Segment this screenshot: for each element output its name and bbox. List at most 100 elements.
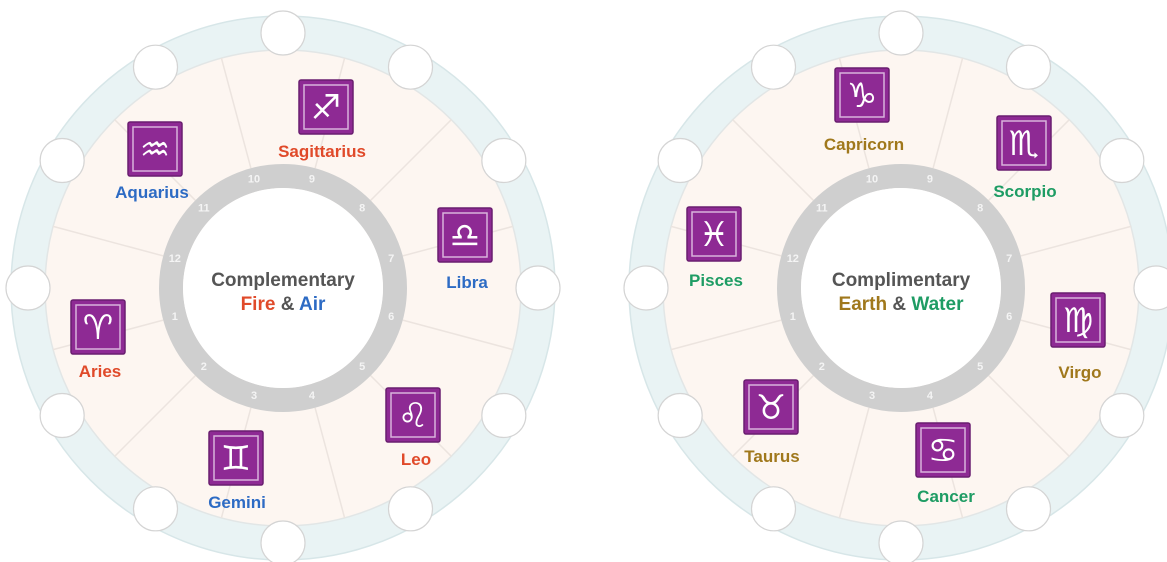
house-number: 12 [169, 253, 181, 265]
sign-label: Leo [401, 450, 431, 469]
house-divider [988, 375, 1070, 457]
house-divider [1020, 225, 1132, 257]
ring-bubble [132, 44, 179, 90]
sign-gemini: ♊ Gemini [208, 430, 266, 512]
taurus-icon: ♉ [743, 379, 799, 435]
sign-glyph: ♓ [699, 215, 729, 255]
sign-pisces: ♓ Pisces [686, 206, 743, 290]
house-number: 11 [816, 203, 828, 215]
ring-bubble [878, 520, 924, 562]
ring-bubble [39, 137, 85, 184]
sign-glyph: ♏ [1009, 124, 1039, 164]
ring-bubble [387, 44, 434, 90]
ring-bubble [1099, 137, 1145, 184]
center-subtitle-part: Earth [839, 294, 888, 315]
sign-label: Libra [446, 273, 488, 292]
sign-aries: ♈ Aries [70, 299, 126, 381]
ring-bubble [1133, 265, 1167, 311]
sign-glyph: ♌ [398, 396, 428, 436]
house-number: 9 [927, 174, 933, 186]
sign-glyph: ♋ [928, 431, 958, 471]
sign-label: Aries [79, 362, 122, 381]
sign-label: Cancer [917, 487, 975, 506]
house-divider [838, 407, 870, 519]
house-number: 9 [309, 174, 315, 186]
ring-bubble [1005, 44, 1052, 90]
sign-taurus: ♉ Taurus [743, 379, 800, 466]
sign-label: Gemini [208, 493, 266, 512]
virgo-icon: ♍ [1050, 292, 1106, 348]
ring-bubble [39, 392, 85, 439]
house-number: 6 [1006, 311, 1012, 323]
sign-cancer: ♋ Cancer [915, 422, 975, 506]
ring-bubble [750, 486, 797, 532]
center-subtitle-part: Water [911, 294, 964, 315]
sign-leo: ♌ Leo [385, 387, 441, 469]
sign-label: Aquarius [115, 183, 189, 202]
center-subtitle: Earth & Water [839, 294, 965, 315]
house-number: 2 [819, 361, 825, 373]
house-divider [732, 119, 814, 201]
ring-bubble [657, 392, 703, 439]
ring-bubble [1099, 392, 1145, 439]
house-number: 12 [787, 253, 799, 265]
sign-label: Scorpio [993, 182, 1056, 201]
aquarius-icon: ♒ [127, 121, 183, 177]
house-divider [52, 225, 164, 257]
house-number: 7 [388, 253, 394, 265]
pisces-icon: ♓ [686, 206, 742, 262]
ring-bubble [5, 265, 51, 311]
house-divider [220, 57, 252, 169]
ring-bubble [481, 137, 527, 184]
ring-bubble [750, 44, 797, 90]
house-divider [670, 319, 782, 351]
house-number: 6 [388, 311, 394, 323]
center-disc [801, 188, 1001, 388]
sign-glyph: ♒ [140, 130, 170, 170]
ring-bubble [878, 10, 924, 56]
house-number: 4 [927, 390, 934, 402]
house-ring [777, 164, 1025, 412]
center-subtitle-part: Air [299, 294, 326, 315]
house-number: 8 [359, 203, 365, 215]
center-subtitle-part: & [887, 294, 911, 315]
house-divider [402, 319, 514, 351]
cancer-icon: ♋ [915, 422, 971, 478]
house-number: 10 [866, 174, 878, 186]
capricorn-icon: ♑ [834, 67, 890, 123]
sign-label: Taurus [744, 447, 799, 466]
sign-label: Sagittarius [278, 142, 366, 161]
house-divider [314, 407, 346, 519]
sign-label: Capricorn [824, 135, 904, 154]
sign-glyph: ♐ [311, 88, 341, 128]
sign-label: Pisces [689, 271, 743, 290]
center-disc [183, 188, 383, 388]
sign-glyph: ♊ [221, 439, 251, 479]
ring-bubble [657, 137, 703, 184]
center-subtitle-part: & [275, 294, 299, 315]
house-number: 4 [309, 390, 316, 402]
sign-aquarius: ♒ Aquarius [115, 121, 189, 202]
sign-virgo: ♍Virgo [1050, 292, 1106, 382]
aries-icon: ♈ [70, 299, 126, 355]
house-number: 2 [201, 361, 207, 373]
sign-glyph: ♍ [1063, 301, 1093, 341]
house-number: 7 [1006, 253, 1012, 265]
house-number: 1 [172, 311, 178, 323]
ring-bubble [260, 520, 306, 562]
sign-libra: ♎Libra [437, 207, 493, 292]
leo-icon: ♌ [385, 387, 441, 443]
ring-bubble [260, 10, 306, 56]
house-divider [370, 119, 452, 201]
house-number: 3 [251, 390, 257, 402]
center-title: Complementary [211, 270, 355, 291]
ring-bubble [132, 486, 179, 532]
center-subtitle-part: Fire [241, 294, 276, 315]
scorpio-icon: ♏ [996, 115, 1052, 171]
ring-bubble [623, 265, 669, 311]
house-number: 1 [790, 311, 796, 323]
ring-bubble [515, 265, 561, 311]
house-number: 10 [248, 174, 260, 186]
